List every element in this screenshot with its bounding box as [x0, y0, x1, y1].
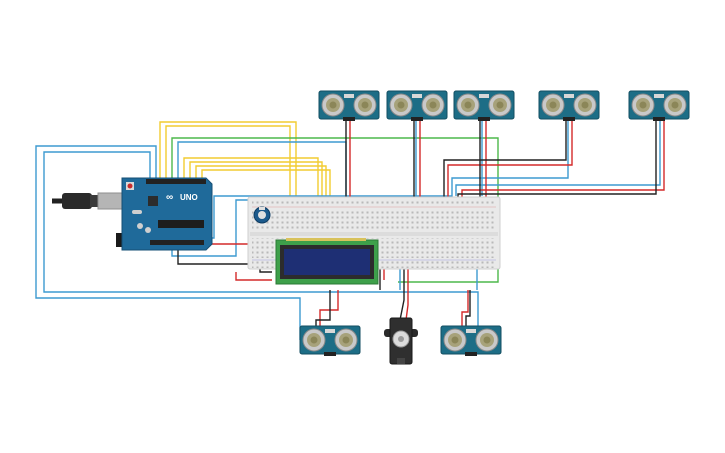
reset-button: [127, 183, 133, 189]
board-model-label: UNO: [180, 193, 198, 202]
green-wire: [171, 137, 499, 283]
ultrasonic-sensor-3: [453, 90, 515, 122]
yellow-wires: [159, 121, 331, 240]
usb-cable: [52, 192, 127, 210]
potentiometer: [253, 206, 271, 224]
digital-header: [146, 179, 206, 184]
atmega-chip: [158, 220, 204, 228]
ultrasonic-sensor-4: [538, 90, 600, 122]
lcd-16x2-display: [275, 238, 379, 285]
ultrasonic-sensor-5: [628, 90, 690, 122]
ultrasonic-sensor-1: [318, 90, 380, 122]
arduino-logo: ∞: [166, 192, 173, 203]
ultrasonic-sensor-2: [386, 90, 448, 122]
servo-motor: [384, 317, 418, 365]
arduino-uno-board: ∞ UNO: [52, 177, 213, 251]
ultrasonic-sensor-6: [299, 325, 361, 357]
lcd-screen: [284, 249, 370, 275]
power-header: [150, 240, 204, 245]
ultrasonic-sensor-7: [440, 325, 502, 357]
